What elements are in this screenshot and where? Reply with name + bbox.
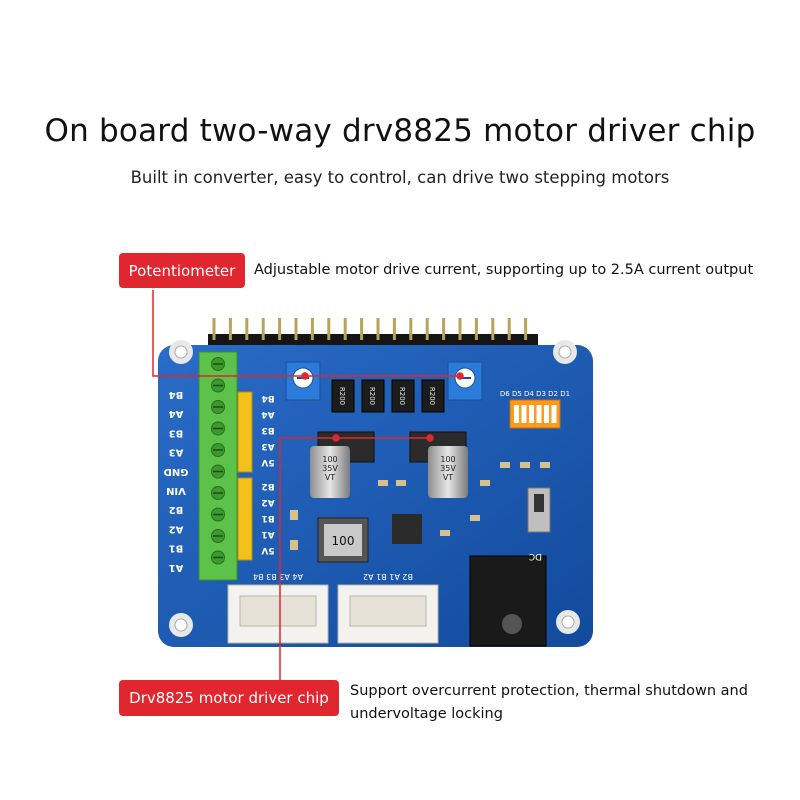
- sense-resistors: R200 R200 R200 R200: [331, 379, 445, 413]
- terminal-label: VIN: [166, 485, 186, 496]
- header-label: A2: [261, 497, 274, 507]
- dc-power-jack: DC: [469, 551, 547, 647]
- potentiometer-callout-badge: Potentiometer: [119, 253, 245, 288]
- mounting-holes: [169, 340, 580, 637]
- driver-chip-callout-text-line2: undervoltage locking: [350, 706, 503, 722]
- subheadline: Built in converter, easy to control, can…: [130, 168, 670, 187]
- inductor: 100: [317, 517, 369, 563]
- header-label: A4: [261, 409, 274, 419]
- header-label: B2: [261, 481, 274, 491]
- header-label: A1: [261, 529, 274, 539]
- resistor: [421, 379, 445, 413]
- terminal-label: B4: [169, 389, 184, 400]
- potentiometer-callout-text: Adjustable motor drive current, supporti…: [254, 262, 754, 278]
- svg-text:D6 D5 D4 D3 D2 D1: D6 D5 D4 D3 D2 D1: [500, 390, 570, 398]
- header-label: B4: [261, 393, 274, 403]
- regulator-chip: [392, 514, 422, 544]
- svg-text:100: 100: [332, 534, 355, 548]
- motor-connector-right: B2 A1 B1 A2: [337, 572, 439, 644]
- dip-switch: D6 D5 D4 D3 D2 D1: [500, 390, 570, 429]
- terminal-label: B3: [169, 427, 184, 438]
- terminal-label: A1: [169, 562, 184, 573]
- resistor: [331, 379, 355, 413]
- terminal-label: B2: [169, 504, 184, 515]
- svg-text:B2 A1 B1 A2: B2 A1 B1 A2: [363, 572, 413, 581]
- terminal-label: GND: [164, 466, 189, 477]
- potentiometer-left: [285, 361, 321, 401]
- header-label: B3: [261, 425, 274, 435]
- svg-text:R200: R200: [368, 387, 376, 405]
- driver-chip-callout-text-line1: Support overcurrent protection, thermal …: [350, 683, 748, 699]
- slide-switch: [527, 487, 551, 533]
- headline: On board two-way drv8825 motor driver ch…: [44, 113, 756, 149]
- motor-connector-left: A4 A3 B3 B4: [227, 572, 329, 644]
- terminal-label: A2: [169, 523, 184, 534]
- header-label: 5V: [261, 457, 274, 467]
- driver-chip-callout-badge: Drv8825 motor driver chip: [119, 680, 339, 716]
- header-label: A3: [261, 441, 274, 451]
- svg-text:R200: R200: [398, 387, 406, 405]
- svg-text:A4 A3 B3 B4: A4 A3 B3 B4: [253, 572, 303, 581]
- svg-text:R200: R200: [338, 387, 346, 405]
- svg-text:DC: DC: [529, 551, 542, 561]
- svg-text:R200: R200: [428, 387, 436, 405]
- resistor: [391, 379, 415, 413]
- terminal-label: B1: [169, 543, 184, 554]
- resistor: [361, 379, 385, 413]
- terminal-label: A3: [169, 447, 184, 458]
- terminal-label: A4: [169, 408, 184, 419]
- potentiometer-right: [447, 361, 483, 401]
- smd-components: [290, 462, 550, 550]
- header-label: 5V: [261, 545, 274, 555]
- screw-terminal-block: [198, 351, 238, 581]
- callout-leader-lines: [152, 290, 464, 690]
- header-label: B1: [261, 513, 274, 523]
